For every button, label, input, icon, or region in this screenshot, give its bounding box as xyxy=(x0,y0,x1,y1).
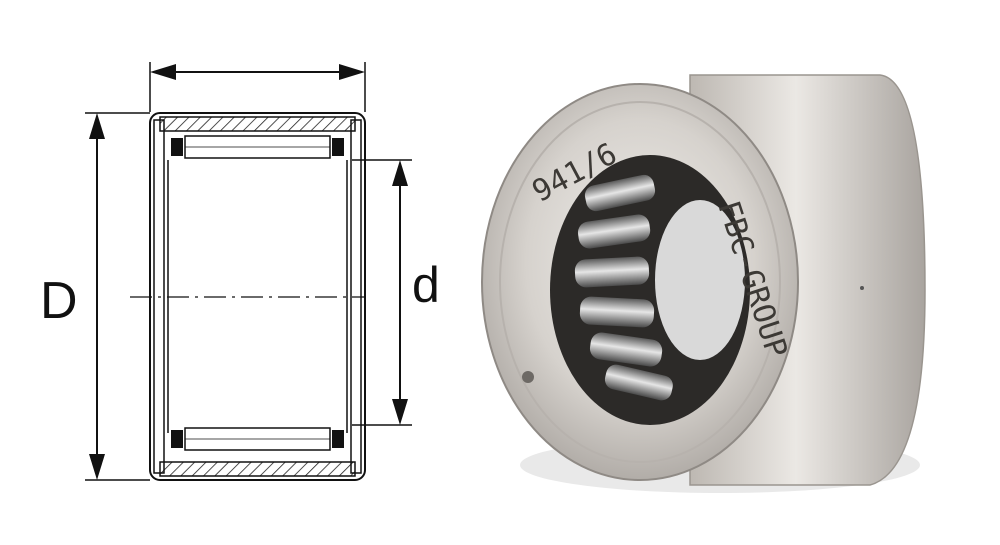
needle-rollers xyxy=(574,174,673,401)
bearing-section xyxy=(130,112,366,481)
inner-diameter-label: d xyxy=(412,257,440,313)
outer-diameter-dimension: D xyxy=(40,112,150,481)
width-dimension xyxy=(149,62,366,112)
inner-diameter-dimension: d xyxy=(352,159,440,426)
outer-diameter-label: D xyxy=(40,272,78,330)
bearing-photo: 941/6 FBC-GROUP xyxy=(481,74,926,493)
cross-section-drawing: D d xyxy=(40,62,440,481)
